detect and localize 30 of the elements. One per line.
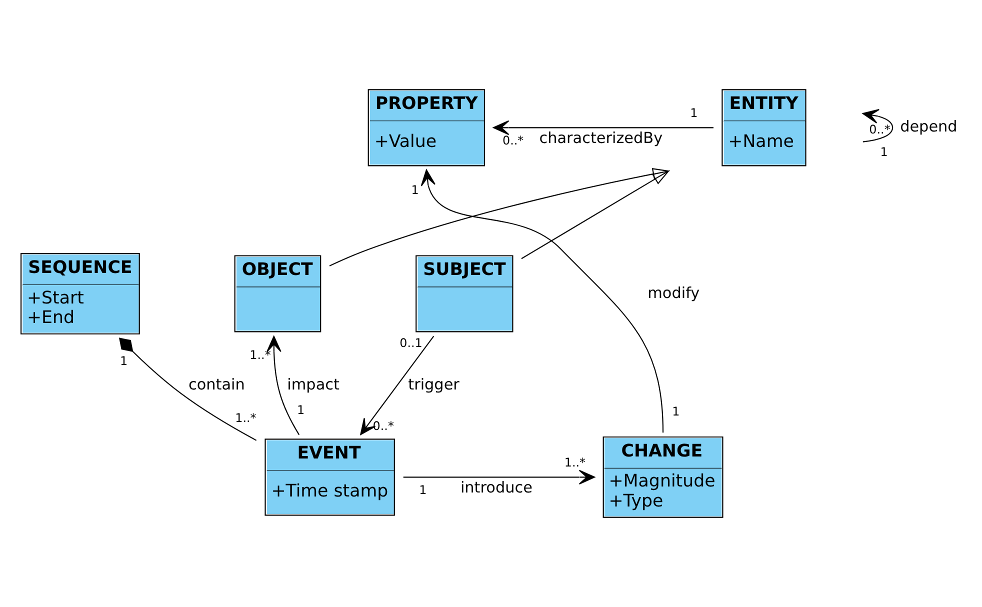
label: 1..* [235,411,256,426]
label: 1 [120,354,128,368]
edge-label: impact [287,375,340,394]
label: 1 [419,482,427,497]
arrow [492,120,714,136]
label: 1 [672,404,680,419]
label: 1 [690,106,698,120]
label: 1 [411,183,419,198]
label: 1 [296,403,305,418]
arrow [521,170,670,260]
label: 1..* [564,456,586,470]
connector [118,338,257,441]
arrow [403,470,596,485]
label: 0..* [869,122,890,137]
arrow [329,168,670,266]
label: 1 [880,144,888,159]
edge-label: introduce [460,478,532,497]
arrow [266,336,300,436]
edge-label: depend [900,118,958,136]
edge-label: modify [648,284,700,302]
edge-label: trigger [408,375,460,394]
arrow [360,336,434,436]
label: 0..* [372,418,394,433]
edge-label: contain [188,375,245,394]
label: 0..* [502,133,524,148]
label: 1..* [250,348,271,362]
arrow [862,108,894,142]
label: 0..1 [400,336,422,350]
arrow [420,169,664,433]
edge-label: characterizedBy [539,129,663,148]
